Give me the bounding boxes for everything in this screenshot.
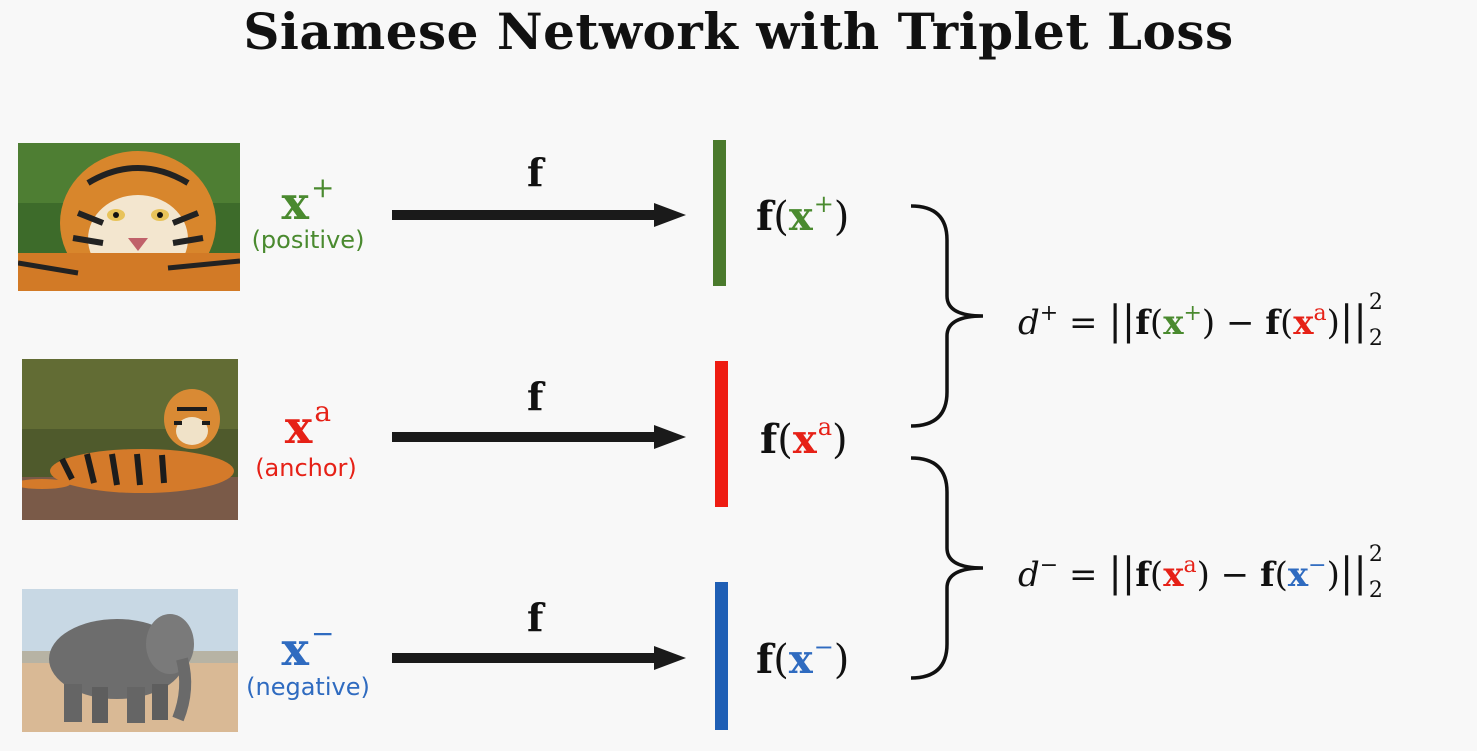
function-label-anchor: f	[527, 374, 544, 419]
negative-caption: (negative)	[246, 673, 370, 701]
function-label-negative: f	[527, 595, 544, 640]
embedding-bar-anchor	[715, 361, 728, 507]
elephant-image	[22, 589, 238, 732]
slide-title: Siamese Network with Triplet Loss	[243, 2, 1234, 61]
arrow-anchor	[392, 425, 686, 449]
tiger-face-image	[18, 143, 240, 291]
embedding-bar-positive	[713, 140, 726, 286]
function-label-positive: f	[527, 150, 544, 195]
brace-d-minus	[910, 456, 984, 680]
arrow-positive	[392, 203, 686, 227]
negative-symbol: x−	[281, 617, 335, 676]
anchor-caption: (anchor)	[255, 454, 357, 482]
embedding-bar-negative	[715, 582, 728, 730]
positive-symbol: x+	[281, 171, 335, 230]
anchor-symbol: xa	[284, 395, 332, 454]
arrow-negative	[392, 646, 686, 670]
embedding-output-anchor: f(xa)	[760, 413, 848, 463]
positive-caption: (positive)	[251, 226, 365, 254]
embedding-output-negative: f(x−)	[756, 633, 850, 683]
embedding-output-positive: f(x+)	[756, 190, 850, 240]
brace-d-plus	[910, 204, 984, 428]
tiger-lying-image	[22, 359, 238, 520]
